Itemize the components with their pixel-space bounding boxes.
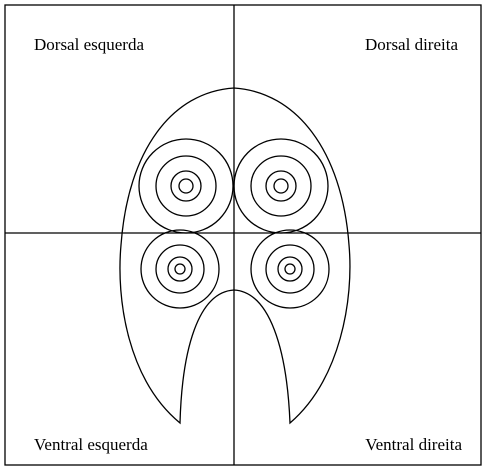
upper-left-circles bbox=[139, 139, 233, 233]
lower-left-circles bbox=[141, 230, 219, 308]
upper-right-circles bbox=[234, 139, 328, 233]
frame-border bbox=[5, 5, 481, 465]
label-ventral-left: Ventral esquerda bbox=[34, 435, 148, 455]
shield-outline bbox=[120, 88, 350, 423]
lower-right-circles bbox=[251, 230, 329, 308]
label-ventral-right: Ventral direita bbox=[365, 435, 462, 455]
label-dorsal-right: Dorsal direita bbox=[365, 35, 458, 55]
label-dorsal-left: Dorsal esquerda bbox=[34, 35, 144, 55]
